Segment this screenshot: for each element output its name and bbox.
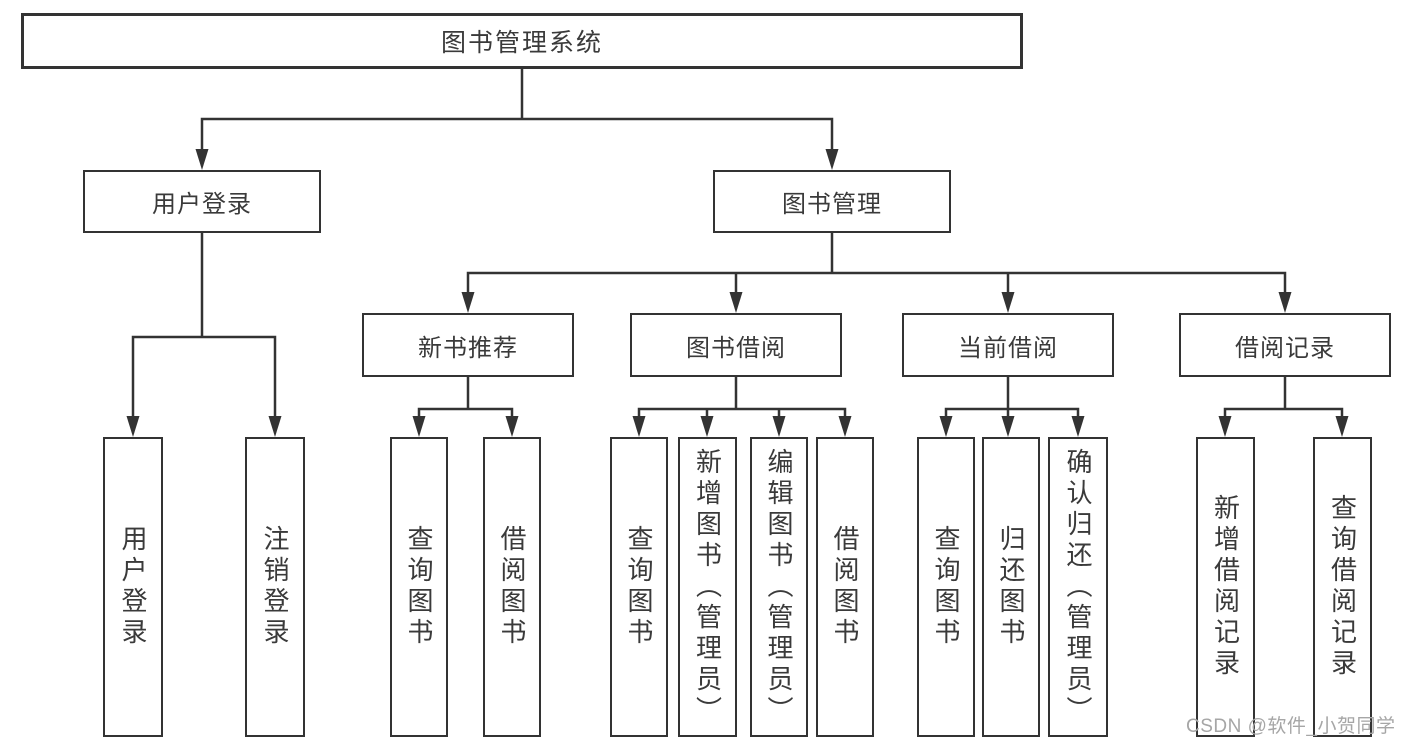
leaf-borrow-books-recommend: 借阅图书 <box>483 437 541 737</box>
node-book-borrowing: 图书借阅 <box>630 313 842 377</box>
node-current-borrowing: 当前借阅 <box>902 313 1114 377</box>
leaf-borrow-books-borrowing: 借阅图书 <box>816 437 874 737</box>
leaf-user-login: 用户登录 <box>103 437 163 737</box>
node-book-management: 图书管理 <box>713 170 951 233</box>
leaf-logout: 注销登录 <box>245 437 305 737</box>
leaf-add-book-admin: 新增图书（管理员） <box>678 437 737 737</box>
leaf-query-books-recommend: 查询图书 <box>390 437 448 737</box>
leaf-confirm-return-admin: 确认归还（管理员） <box>1048 437 1108 737</box>
node-user-login: 用户登录 <box>83 170 321 233</box>
leaf-query-borrow-record: 查询借阅记录 <box>1313 437 1372 737</box>
leaf-edit-book-admin: 编辑图书（管理员） <box>750 437 808 737</box>
node-borrowing-records: 借阅记录 <box>1179 313 1391 377</box>
leaf-query-books-current: 查询图书 <box>917 437 975 737</box>
csdn-watermark: CSDN @软件_小贺同学 <box>1186 716 1396 737</box>
node-library-management-system: 图书管理系统 <box>21 13 1023 69</box>
leaf-query-books-borrowing: 查询图书 <box>610 437 668 737</box>
leaf-add-borrow-record: 新增借阅记录 <box>1196 437 1255 737</box>
node-new-book-recommendation: 新书推荐 <box>362 313 574 377</box>
leaf-return-books: 归还图书 <box>982 437 1040 737</box>
